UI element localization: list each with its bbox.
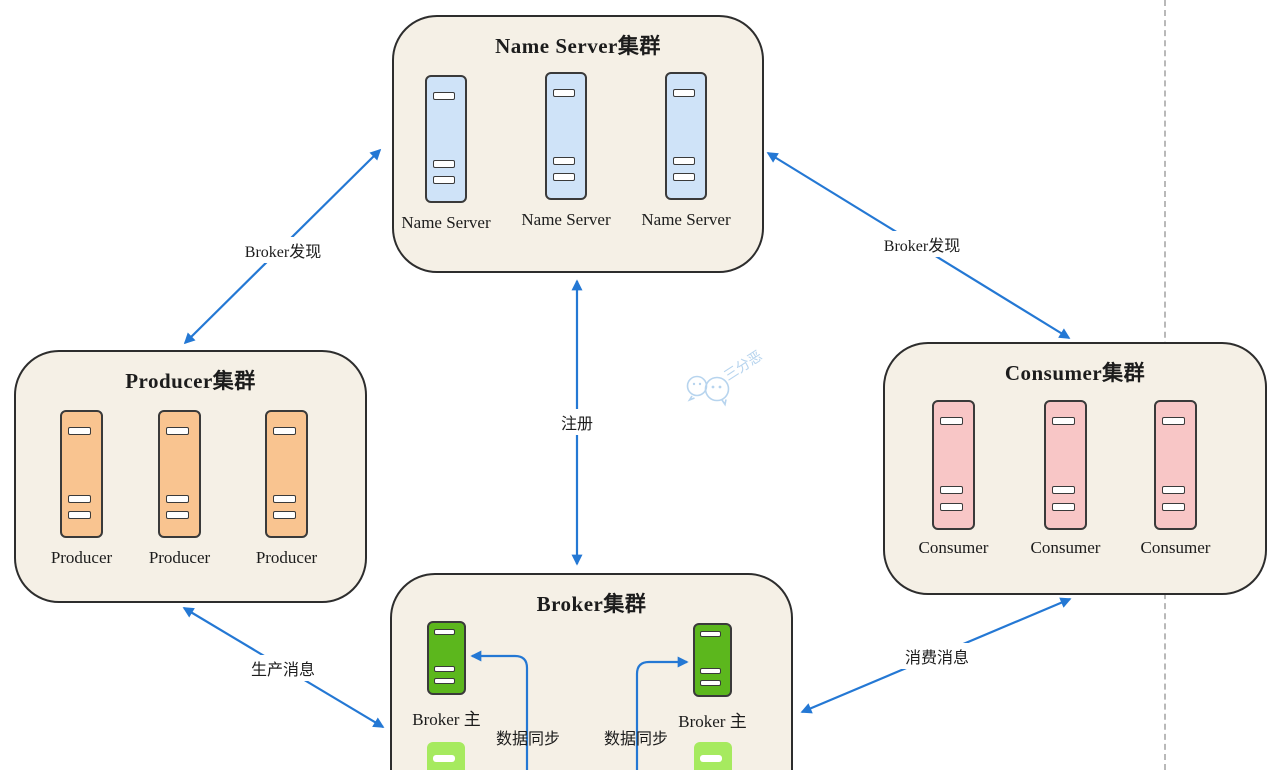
server-slot: [1161, 417, 1186, 426]
edge-label-data-sync-left: 数据同步: [495, 731, 561, 748]
server-slot: [939, 417, 964, 426]
broker-slave-node: [694, 742, 732, 770]
server-slot: [1051, 486, 1076, 495]
broker-master-node: Broker 主: [678, 623, 747, 731]
broker-master-node: Broker 主: [412, 621, 481, 729]
name-server-cluster-box: Name Server集群 Name Server Name Server: [392, 15, 764, 273]
server-slot: [700, 679, 722, 686]
server-icon: [1154, 400, 1197, 530]
producer-cluster-title: Producer集群: [125, 369, 256, 393]
consumer-node: Consumer: [1141, 400, 1210, 557]
server-icon: [1044, 400, 1087, 530]
server-slot: [432, 91, 456, 100]
consumer-node: Consumer: [1031, 400, 1100, 557]
node-label: Consumer: [918, 538, 989, 557]
producer-node: Producer: [149, 410, 210, 567]
name-server-node: Name Server: [521, 72, 611, 229]
server-slot: [432, 754, 456, 762]
node-label: Producer: [50, 548, 113, 567]
server-icon: [425, 75, 467, 203]
server-slot: [552, 88, 576, 97]
server-slot: [700, 668, 722, 675]
server-slot: [672, 88, 696, 97]
server-slot: [67, 511, 92, 520]
consumer-cluster-title: Consumer集群: [1004, 361, 1146, 385]
broker-cluster-title: Broker集群: [536, 592, 647, 616]
name-server-node: Name Server: [641, 72, 731, 229]
server-icon: [60, 410, 103, 538]
server-icon: [932, 400, 975, 530]
server-icon: [693, 623, 732, 697]
name-server-cluster-title: Name Server集群: [495, 34, 661, 58]
edge-label-broker-discovery-left: Broker发现: [240, 237, 326, 263]
node-label: Name Server: [641, 210, 731, 229]
server-slot: [1051, 417, 1076, 426]
server-slot: [432, 176, 456, 185]
node-label: Consumer: [1030, 538, 1101, 557]
server-slot: [165, 511, 190, 520]
name-server-node: Name Server: [401, 75, 491, 232]
server-slot: [552, 157, 576, 166]
edge-label-produce-message: 生产消息: [246, 655, 320, 681]
server-slot: [67, 426, 92, 435]
node-label: Name Server: [521, 210, 611, 229]
server-icon: [427, 742, 465, 770]
server-slot: [432, 160, 456, 169]
server-slot: [672, 173, 696, 182]
server-slot: [552, 173, 576, 182]
node-label: Broker 主: [678, 712, 747, 731]
server-slot: [939, 486, 964, 495]
server-slot: [1161, 502, 1186, 511]
server-icon: [427, 621, 466, 695]
consumer-cluster-box: Consumer集群 Consumer Consumer Consu: [883, 342, 1267, 595]
producer-node: Producer: [256, 410, 317, 567]
server-slot: [434, 666, 456, 673]
node-label: Producer: [148, 548, 211, 567]
server-icon: [545, 72, 587, 200]
server-slot: [67, 495, 92, 504]
server-slot: [272, 426, 297, 435]
server-slot: [672, 157, 696, 166]
producer-cluster-box: Producer集群 Producer Producer Produ: [14, 350, 367, 603]
edge-label-consume-message: 消费消息: [900, 643, 974, 669]
watermark-text: 三分恶: [721, 348, 765, 384]
node-label: Broker 主: [412, 710, 481, 729]
server-icon: [158, 410, 201, 538]
node-label: Consumer: [1140, 538, 1211, 557]
broker-cluster-box: Broker集群 Broker 主 Broker 主: [390, 573, 793, 770]
watermark-wechat-icon: 三分恶: [686, 348, 765, 407]
server-slot: [272, 511, 297, 520]
server-slot: [1051, 502, 1076, 511]
server-slot: [700, 630, 722, 637]
edge-label-data-sync-right: 数据同步: [603, 731, 669, 748]
server-slot: [272, 495, 297, 504]
broker-slave-node: [427, 742, 465, 770]
server-slot: [165, 426, 190, 435]
edge-label-broker-discovery-right: Broker发现: [879, 231, 965, 257]
server-icon: [665, 72, 707, 200]
server-slot: [699, 754, 723, 762]
edge-label-register: 注册: [556, 409, 598, 435]
producer-node: Producer: [51, 410, 112, 567]
server-slot: [1161, 486, 1186, 495]
server-icon: [265, 410, 308, 538]
server-icon: [694, 742, 732, 770]
consumer-node: Consumer: [919, 400, 988, 557]
server-slot: [434, 628, 456, 635]
node-label: Name Server: [401, 213, 491, 232]
server-slot: [165, 495, 190, 504]
server-slot: [434, 677, 456, 684]
node-label: Producer: [255, 548, 318, 567]
server-slot: [939, 502, 964, 511]
